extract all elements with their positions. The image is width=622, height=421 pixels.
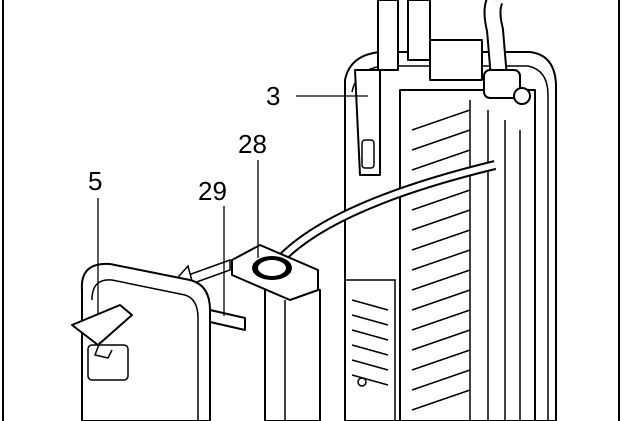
lid (71, 262, 211, 421)
handle-tube (377, 0, 483, 81)
handle-clip (354, 69, 381, 176)
vacuum-body (344, 51, 557, 421)
suction-hose (483, 0, 531, 105)
dust-bag-filter (231, 244, 321, 421)
filter-holder (209, 309, 246, 421)
body-vents (351, 299, 389, 387)
filter-collar (231, 244, 319, 301)
callout-5: 5 (88, 166, 102, 196)
callout-29: 29 (198, 176, 227, 206)
callout-28: 28 (238, 129, 267, 159)
callout-3: 3 (266, 81, 280, 111)
